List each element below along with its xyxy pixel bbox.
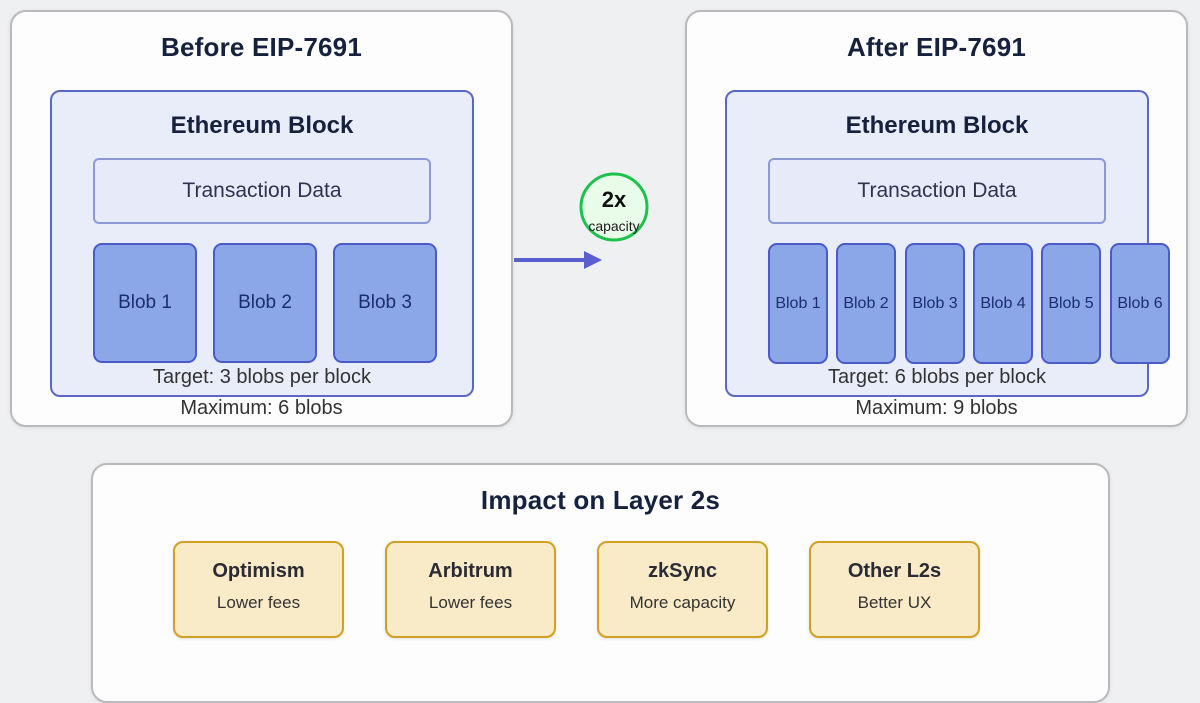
- after-blob-1: Blob 1: [768, 243, 828, 364]
- l2-card-row: Optimism Lower fees Arbitrum Lower fees …: [173, 541, 980, 638]
- after-blob-2: Blob 2: [836, 243, 896, 364]
- before-blob-1: Blob 1: [93, 243, 197, 363]
- l2-card-name: Other L2s: [847, 560, 942, 582]
- after-blob-5: Blob 5: [1041, 243, 1101, 364]
- capacity-label: capacity: [588, 218, 639, 234]
- l2-card-benefit: Lower fees: [428, 593, 513, 612]
- l2-card-benefit: More capacity: [629, 593, 736, 612]
- l2-card-name: zkSync: [648, 560, 717, 582]
- after-target-caption: Target: 6 blobs per block: [828, 366, 1046, 388]
- before-blob-3: Blob 3: [333, 243, 437, 363]
- l2-card-benefit: Better UX: [857, 593, 932, 612]
- l2-card-zksync: zkSync More capacity: [597, 541, 768, 638]
- before-maximum-caption: Maximum: 6 blobs: [180, 397, 343, 419]
- after-block-title: Ethereum Block: [845, 112, 1029, 139]
- after-panel-title: After EIP-7691: [846, 32, 1027, 62]
- capacity-multiplier: 2x: [602, 187, 627, 212]
- l2-card-name: Arbitrum: [428, 560, 513, 582]
- before-block-title: Ethereum Block: [170, 112, 354, 139]
- after-maximum-caption: Maximum: 9 blobs: [855, 397, 1018, 419]
- before-transaction-data-box: Transaction Data: [93, 158, 431, 224]
- after-blob-3: Blob 3: [905, 243, 965, 364]
- before-ethereum-block: Ethereum Block Transaction Data Blob 1 B…: [50, 90, 474, 397]
- l2-card-benefit: Lower fees: [216, 593, 301, 612]
- l2-card-optimism: Optimism Lower fees: [173, 541, 344, 638]
- after-blob-6: Blob 6: [1110, 243, 1170, 364]
- l2-card-other-l2s: Other L2s Better UX: [809, 541, 980, 638]
- flow-arrow-head-icon: [584, 251, 602, 269]
- before-panel: Before EIP-7691 Ethereum Block Transacti…: [10, 10, 513, 427]
- after-transaction-data-box: Transaction Data: [768, 158, 1106, 224]
- l2-card-name: Optimism: [212, 560, 305, 582]
- capacity-badge-circle: [579, 172, 649, 242]
- l2-card-arbitrum: Arbitrum Lower fees: [385, 541, 556, 638]
- after-ethereum-block: Ethereum Block Transaction Data Blob 1 B…: [725, 90, 1170, 397]
- before-target-caption: Target: 3 blobs per block: [153, 366, 371, 388]
- after-blob-4: Blob 4: [973, 243, 1033, 364]
- impact-panel-title: Impact on Layer 2s: [480, 485, 721, 515]
- impact-panel: Impact on Layer 2s Optimism Lower fees A…: [91, 463, 1110, 703]
- before-blob-2: Blob 2: [213, 243, 317, 363]
- after-panel: After EIP-7691 Ethereum Block Transactio…: [685, 10, 1188, 427]
- before-panel-title: Before EIP-7691: [161, 32, 362, 62]
